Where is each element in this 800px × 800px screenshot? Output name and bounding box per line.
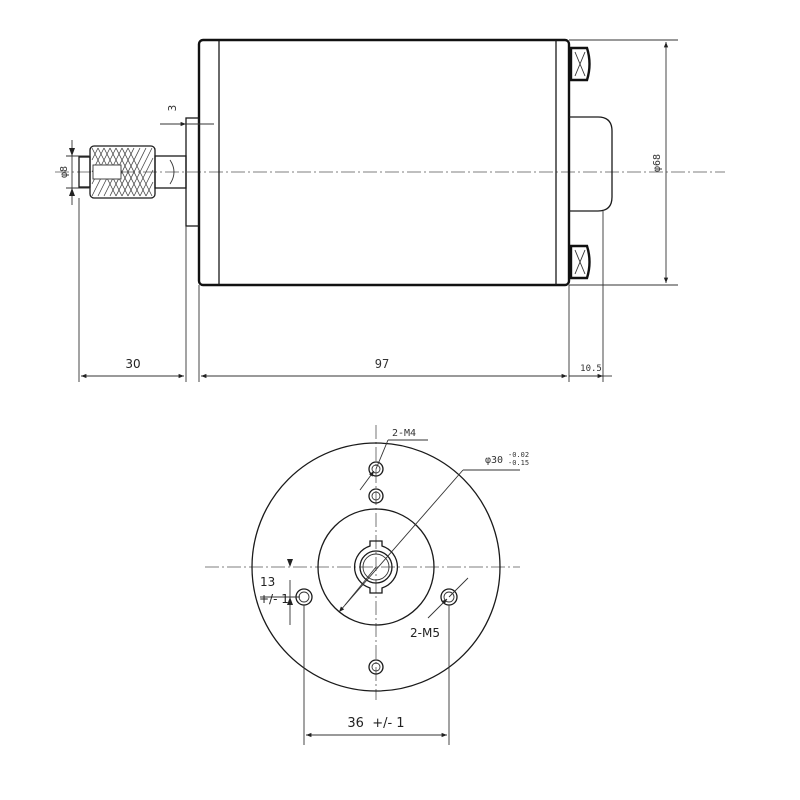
body-length-label: 97	[375, 357, 389, 371]
pilot-leader-inner	[344, 566, 377, 606]
side-view: φ8 3 φ68 30 97 10.5	[55, 38, 725, 382]
m4-leader	[375, 439, 389, 470]
body-diameter-label: φ68	[652, 154, 663, 172]
front-view: 2-M4 φ30 -0.02 -0.15 13 +/- 1 2-M5 36 +/…	[205, 425, 529, 745]
pilot-circle	[317, 508, 435, 626]
m4-hole-upper	[368, 488, 384, 504]
shaft-end-section	[353, 540, 399, 594]
flange-outline	[251, 442, 501, 692]
m5-label: 2-M5	[410, 626, 440, 640]
m4-hole-top	[368, 461, 384, 477]
motor-body	[197, 38, 571, 287]
rear-length-label: 10.5	[580, 364, 602, 374]
pilot-diameter-label: φ30	[485, 455, 503, 466]
flange-thickness-label: 3	[166, 105, 179, 112]
rear-screw-bottom	[569, 244, 591, 280]
rear-cap	[569, 116, 613, 212]
m4-arrow	[359, 470, 375, 491]
shaft-inner-circle	[359, 550, 393, 584]
m4-hole-bottom	[368, 659, 384, 675]
shaft-length-label: 30	[125, 357, 140, 371]
pilot-tol-lower: -0.15	[508, 459, 529, 467]
hole-offset-line1: 13	[260, 575, 275, 589]
rear-screw-top	[569, 46, 591, 82]
shaft-diameter-label: φ8	[59, 166, 70, 178]
m5-leader	[427, 598, 448, 619]
hole-spacing-label: 36 +/- 1	[347, 716, 404, 731]
hole-offset-line2: +/- 1	[259, 592, 289, 606]
pilot-leader	[338, 469, 464, 613]
m4-label: 2-M4	[392, 428, 416, 439]
shaft-break	[169, 159, 175, 185]
m5-leader-out	[448, 577, 469, 598]
pilot-tol-upper: -0.02	[508, 451, 529, 459]
pinion-gear	[78, 145, 156, 199]
shaft-core	[362, 553, 390, 581]
